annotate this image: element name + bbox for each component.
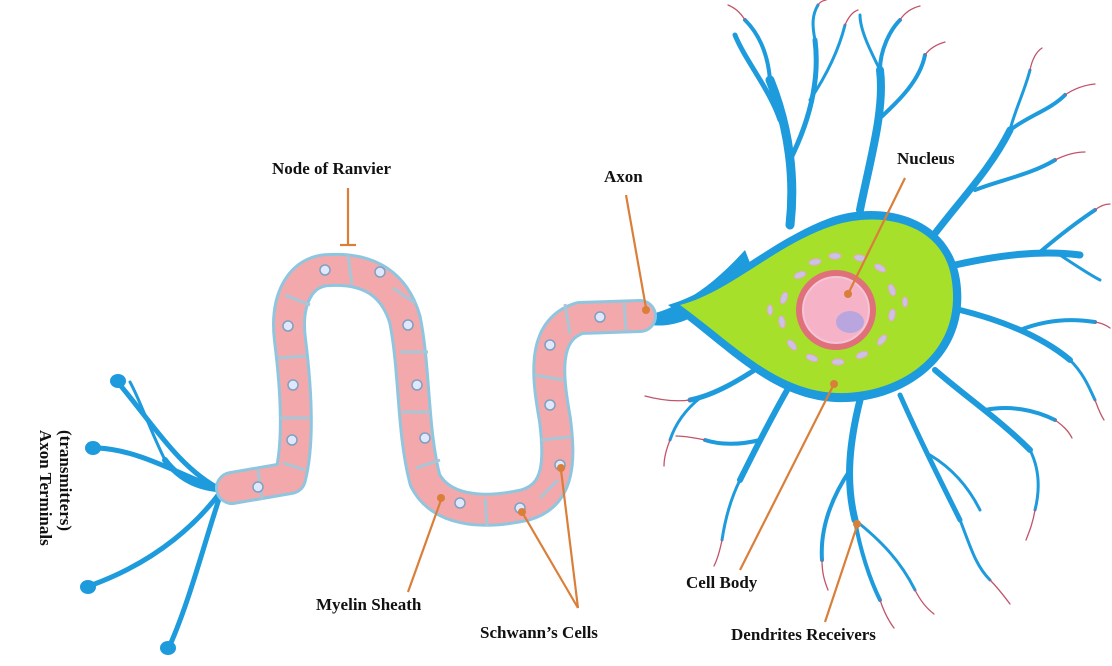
label-axon: Axon	[604, 167, 643, 186]
label-axon-terminals: Axon Terminals (transmitters)	[36, 430, 75, 546]
label-nucleus: Nucleus	[897, 149, 955, 168]
label-schwanns-cells: Schwann’s Cells	[480, 623, 598, 642]
label-cell-body: Cell Body	[686, 573, 758, 592]
label-myelin-sheath: Myelin Sheath	[316, 595, 422, 614]
nucleus	[796, 270, 876, 350]
label-axon-terminals-line1: Axon Terminals	[36, 430, 55, 546]
label-dendrites-receivers: Dendrites Receivers	[731, 625, 876, 644]
axon-terminals	[92, 382, 232, 645]
axon-terminal-bulbs	[80, 374, 176, 655]
label-node-of-ranvier: Node of Ranvier	[272, 159, 391, 178]
label-axon-terminals-line2: (transmitters)	[56, 430, 75, 531]
